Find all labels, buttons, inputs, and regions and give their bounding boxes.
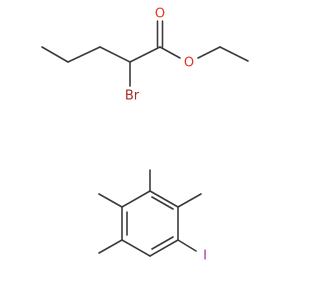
bromine-label: Br xyxy=(125,89,140,104)
ring-bond-upper-left-top xyxy=(121,190,151,208)
methyl-bond-upper-left xyxy=(98,193,123,208)
ring-inner-double-bond-1 xyxy=(151,196,174,210)
bond-c2-c1 xyxy=(129,46,161,63)
ring-bond-bottom-lower-left xyxy=(121,239,151,257)
bond-o-ch2 xyxy=(197,46,221,59)
chemical-structure-diagram: O O Br I xyxy=(41,7,249,264)
ester-oxygen-label: O xyxy=(184,56,194,71)
ring-inner-double-bond-2 xyxy=(151,236,174,250)
methyl-bond-upper-right xyxy=(177,193,202,208)
iodine-label: I xyxy=(203,249,207,264)
ring-bond-top-upper-right xyxy=(149,190,179,208)
bond-c3-c2 xyxy=(99,46,131,63)
bond-c5-c4 xyxy=(41,46,69,63)
molecule-ethyl-2-bromopentanoate: O O Br xyxy=(41,7,249,104)
iodine-bond xyxy=(177,239,197,252)
molecule-iodo-tetramethylbenzene: I xyxy=(98,169,207,264)
bond-c1-o-ester xyxy=(159,46,181,59)
methyl-bond-lower-left xyxy=(98,239,123,254)
carbonyl-oxygen-label: O xyxy=(155,7,165,22)
bond-ch2-ch3 xyxy=(219,46,249,62)
ring-bond-lower-right-bottom xyxy=(149,239,179,257)
bond-c4-c3 xyxy=(67,46,101,63)
